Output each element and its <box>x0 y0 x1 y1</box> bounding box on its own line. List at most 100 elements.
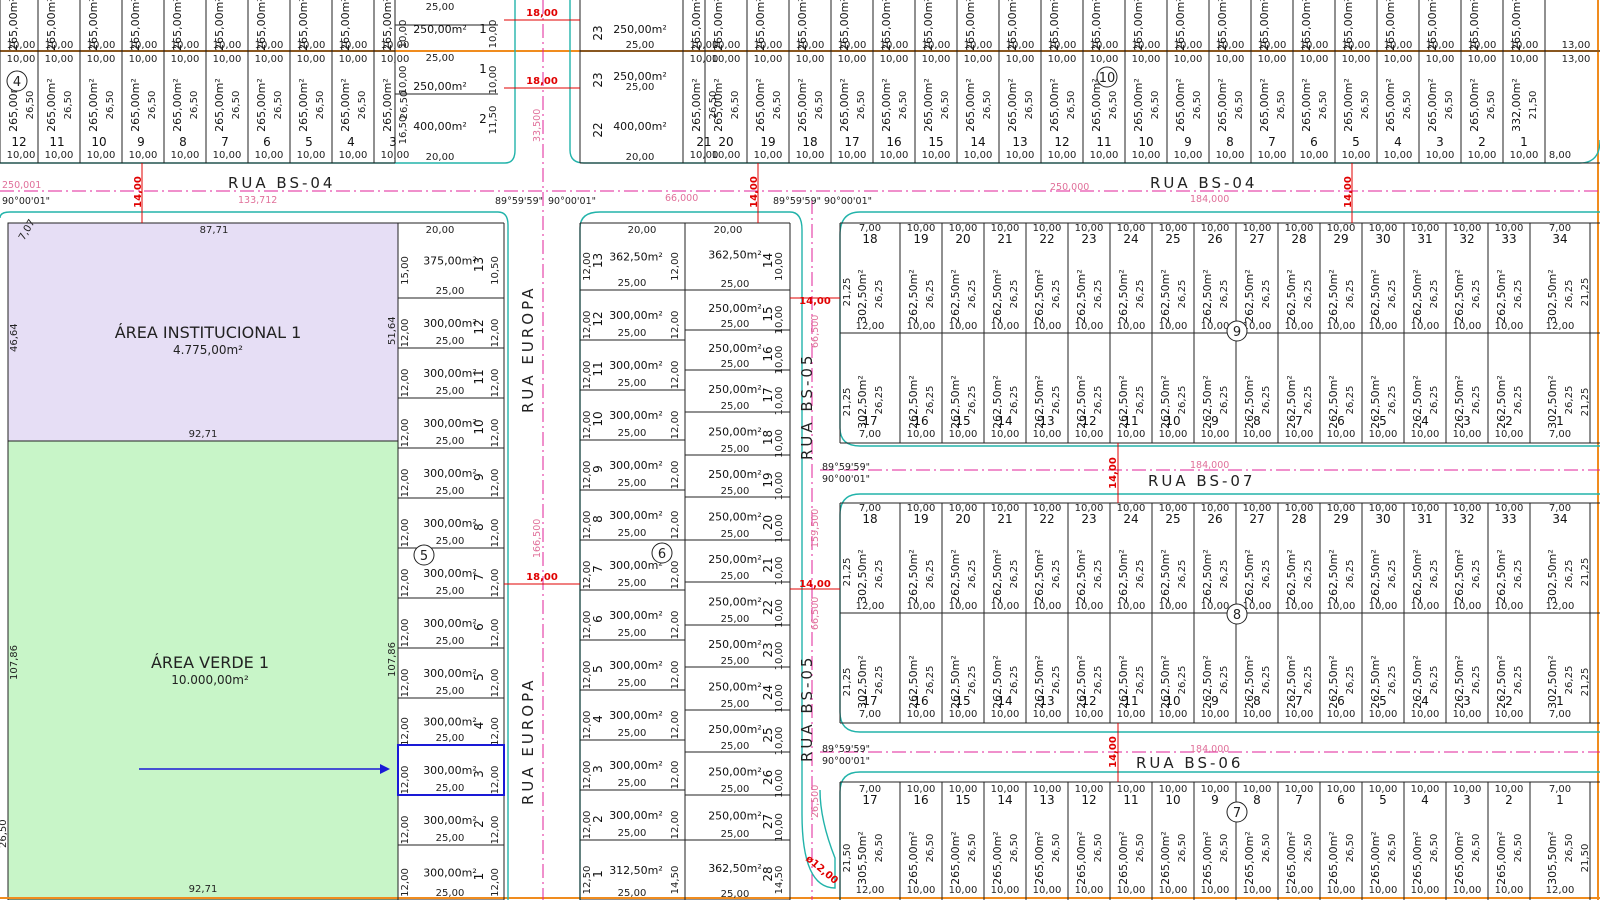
lot-depth: 26,50 <box>1192 91 1203 120</box>
lot-area: 262,50m² <box>907 375 920 429</box>
lot-depth: 26,50 <box>1303 834 1314 863</box>
lot-mid-width: 10,00 <box>1495 601 1524 612</box>
lot-number: 7 <box>472 573 486 581</box>
lot-depth: 26,25 <box>1219 666 1230 695</box>
lot-width: 12,00 <box>670 361 681 390</box>
lot-depth: 26,25 <box>1303 666 1314 695</box>
lot-width: 10,50 <box>490 256 501 285</box>
lot-bottom-width: 12,00 <box>856 885 885 896</box>
lot-number: 26 <box>1207 232 1222 246</box>
lot-bottom-width: 10,00 <box>1090 150 1119 161</box>
lot-width: 12,00 <box>670 761 681 790</box>
inst-bottom-dim: 92,71 <box>189 429 218 440</box>
lot-depth: 26,25 <box>1471 666 1482 695</box>
lot-number: 16 <box>913 793 928 807</box>
lot-depth: 26,25 <box>1009 560 1020 589</box>
lot-number: 22 <box>1039 512 1054 526</box>
lot-area: 262,50m² <box>1117 549 1130 603</box>
lot-number: 13 <box>1012 135 1027 149</box>
lot-number: 1 <box>479 62 487 76</box>
lot-area: 250,00m² <box>708 681 762 694</box>
lot-depth: 26,25 <box>1093 560 1104 589</box>
lot-area: 262,50m² <box>1327 269 1340 323</box>
lot-area: 262,50m² <box>1411 655 1424 709</box>
lot-area: 262,50m² <box>1285 375 1298 429</box>
lot-depth: 26,50 <box>1345 834 1356 863</box>
selected-lot-highlight[interactable] <box>397 744 505 796</box>
lot-area: 265,00m² <box>1495 831 1508 885</box>
lot-depth: 25,00 <box>618 628 647 639</box>
lot-bottom-width: 10,00 <box>1006 150 1035 161</box>
lot-number: 19 <box>913 512 928 526</box>
lot-area: 250,00m² <box>708 810 762 823</box>
lot-depth: 26,25 <box>1387 386 1398 415</box>
lot-width: 12,00 <box>400 766 411 795</box>
lot-bottom-width: 10,00 <box>1300 150 1329 161</box>
verde-left-dim: 107,86 <box>9 645 20 680</box>
lot-number: 14 <box>997 694 1012 708</box>
lot-number: 13 <box>591 253 605 268</box>
lot-area: 262,50m² <box>1327 375 1340 429</box>
lot-depth: 26,25 <box>874 560 885 589</box>
lot-width: 12,00 <box>582 611 593 640</box>
lot-mid-width: 10,00 <box>1243 601 1272 612</box>
lot-depth: 26,25 <box>1051 666 1062 695</box>
lot-depth: 25,00 <box>436 386 465 397</box>
lot-area: 265,00m² <box>690 78 703 132</box>
angle-label-5: 90°00'01" <box>2 196 50 207</box>
lot-area: 265,00m² <box>1327 831 1340 885</box>
lot-top-width: 10,00 <box>796 54 825 65</box>
lot-number: 23 <box>1081 512 1096 526</box>
lot-area: 265,00m² <box>754 0 767 51</box>
lot-top-width: 10,00 <box>838 40 867 51</box>
inst-left-dim: 46,64 <box>9 323 20 352</box>
lot-depth: 26,25 <box>1564 560 1575 589</box>
lot-bottom-width: 10,00 <box>297 150 326 161</box>
lot-area: 250,00m² <box>413 23 467 36</box>
lot-depth: 26,25 <box>874 280 885 309</box>
area-verde[interactable] <box>7 440 399 900</box>
lot-top-width: 10,00 <box>991 223 1020 234</box>
lot-area: 300,00m² <box>609 459 663 472</box>
lot-area: 262,50m² <box>1243 269 1256 323</box>
lot-area: 265,00m² <box>838 0 851 51</box>
lot-top-width: 10,00 <box>1201 503 1230 514</box>
lot-top-width: 13,00 <box>1562 54 1591 65</box>
area-institucional[interactable] <box>7 222 399 442</box>
lot-bottom-width: 10,00 <box>712 150 741 161</box>
lot-number: 11 <box>1123 793 1138 807</box>
lot-area: 300,00m² <box>423 317 477 330</box>
lot-number: 24 <box>761 685 775 700</box>
lot-mid-width: 12,00 <box>856 601 885 612</box>
lot-number: 21 <box>761 557 775 572</box>
lot-area: 265,00m² <box>87 78 100 132</box>
lot-top-width: 10,00 <box>1033 784 1062 795</box>
lot-bottom-width: 10,00 <box>45 150 74 161</box>
lot-depth: 26,50 <box>1360 91 1371 120</box>
lot-number: 8 <box>1253 793 1261 807</box>
lot-number: 20 <box>955 512 970 526</box>
lot-depth: 26,25 <box>1303 560 1314 589</box>
lot-area: 262,50m² <box>1201 655 1214 709</box>
lot-number: 14 <box>997 793 1012 807</box>
lot-area: 262,50m² <box>907 549 920 603</box>
lot-area: 262,50m² <box>1243 549 1256 603</box>
lot-width: 12,00 <box>582 711 593 740</box>
lot-depth: 26,50 <box>1486 91 1497 120</box>
lot-bottom-width: 10,00 <box>1369 429 1398 440</box>
lot-depth: 26,50 <box>1051 834 1062 863</box>
lot-number: 7 <box>221 135 229 149</box>
lot-number: 3 <box>1463 793 1471 807</box>
lot-area: 262,50m² <box>1453 375 1466 429</box>
lot-mid-width: 10,00 <box>1285 321 1314 332</box>
lot-top-width: 10,00 <box>129 40 158 51</box>
lot-depth: 25,00 <box>618 888 647 899</box>
lot-bottom-width: 10,00 <box>1243 885 1272 896</box>
lot-depth: 26,25 <box>1135 560 1146 589</box>
lot-area: 265,00m² <box>297 78 310 132</box>
lot-number: 1 <box>591 870 605 878</box>
lot-bottom-width: 10,00 <box>838 150 867 161</box>
lot-depth: 25,00 <box>618 528 647 539</box>
lot-width: 10,00 <box>774 813 785 842</box>
